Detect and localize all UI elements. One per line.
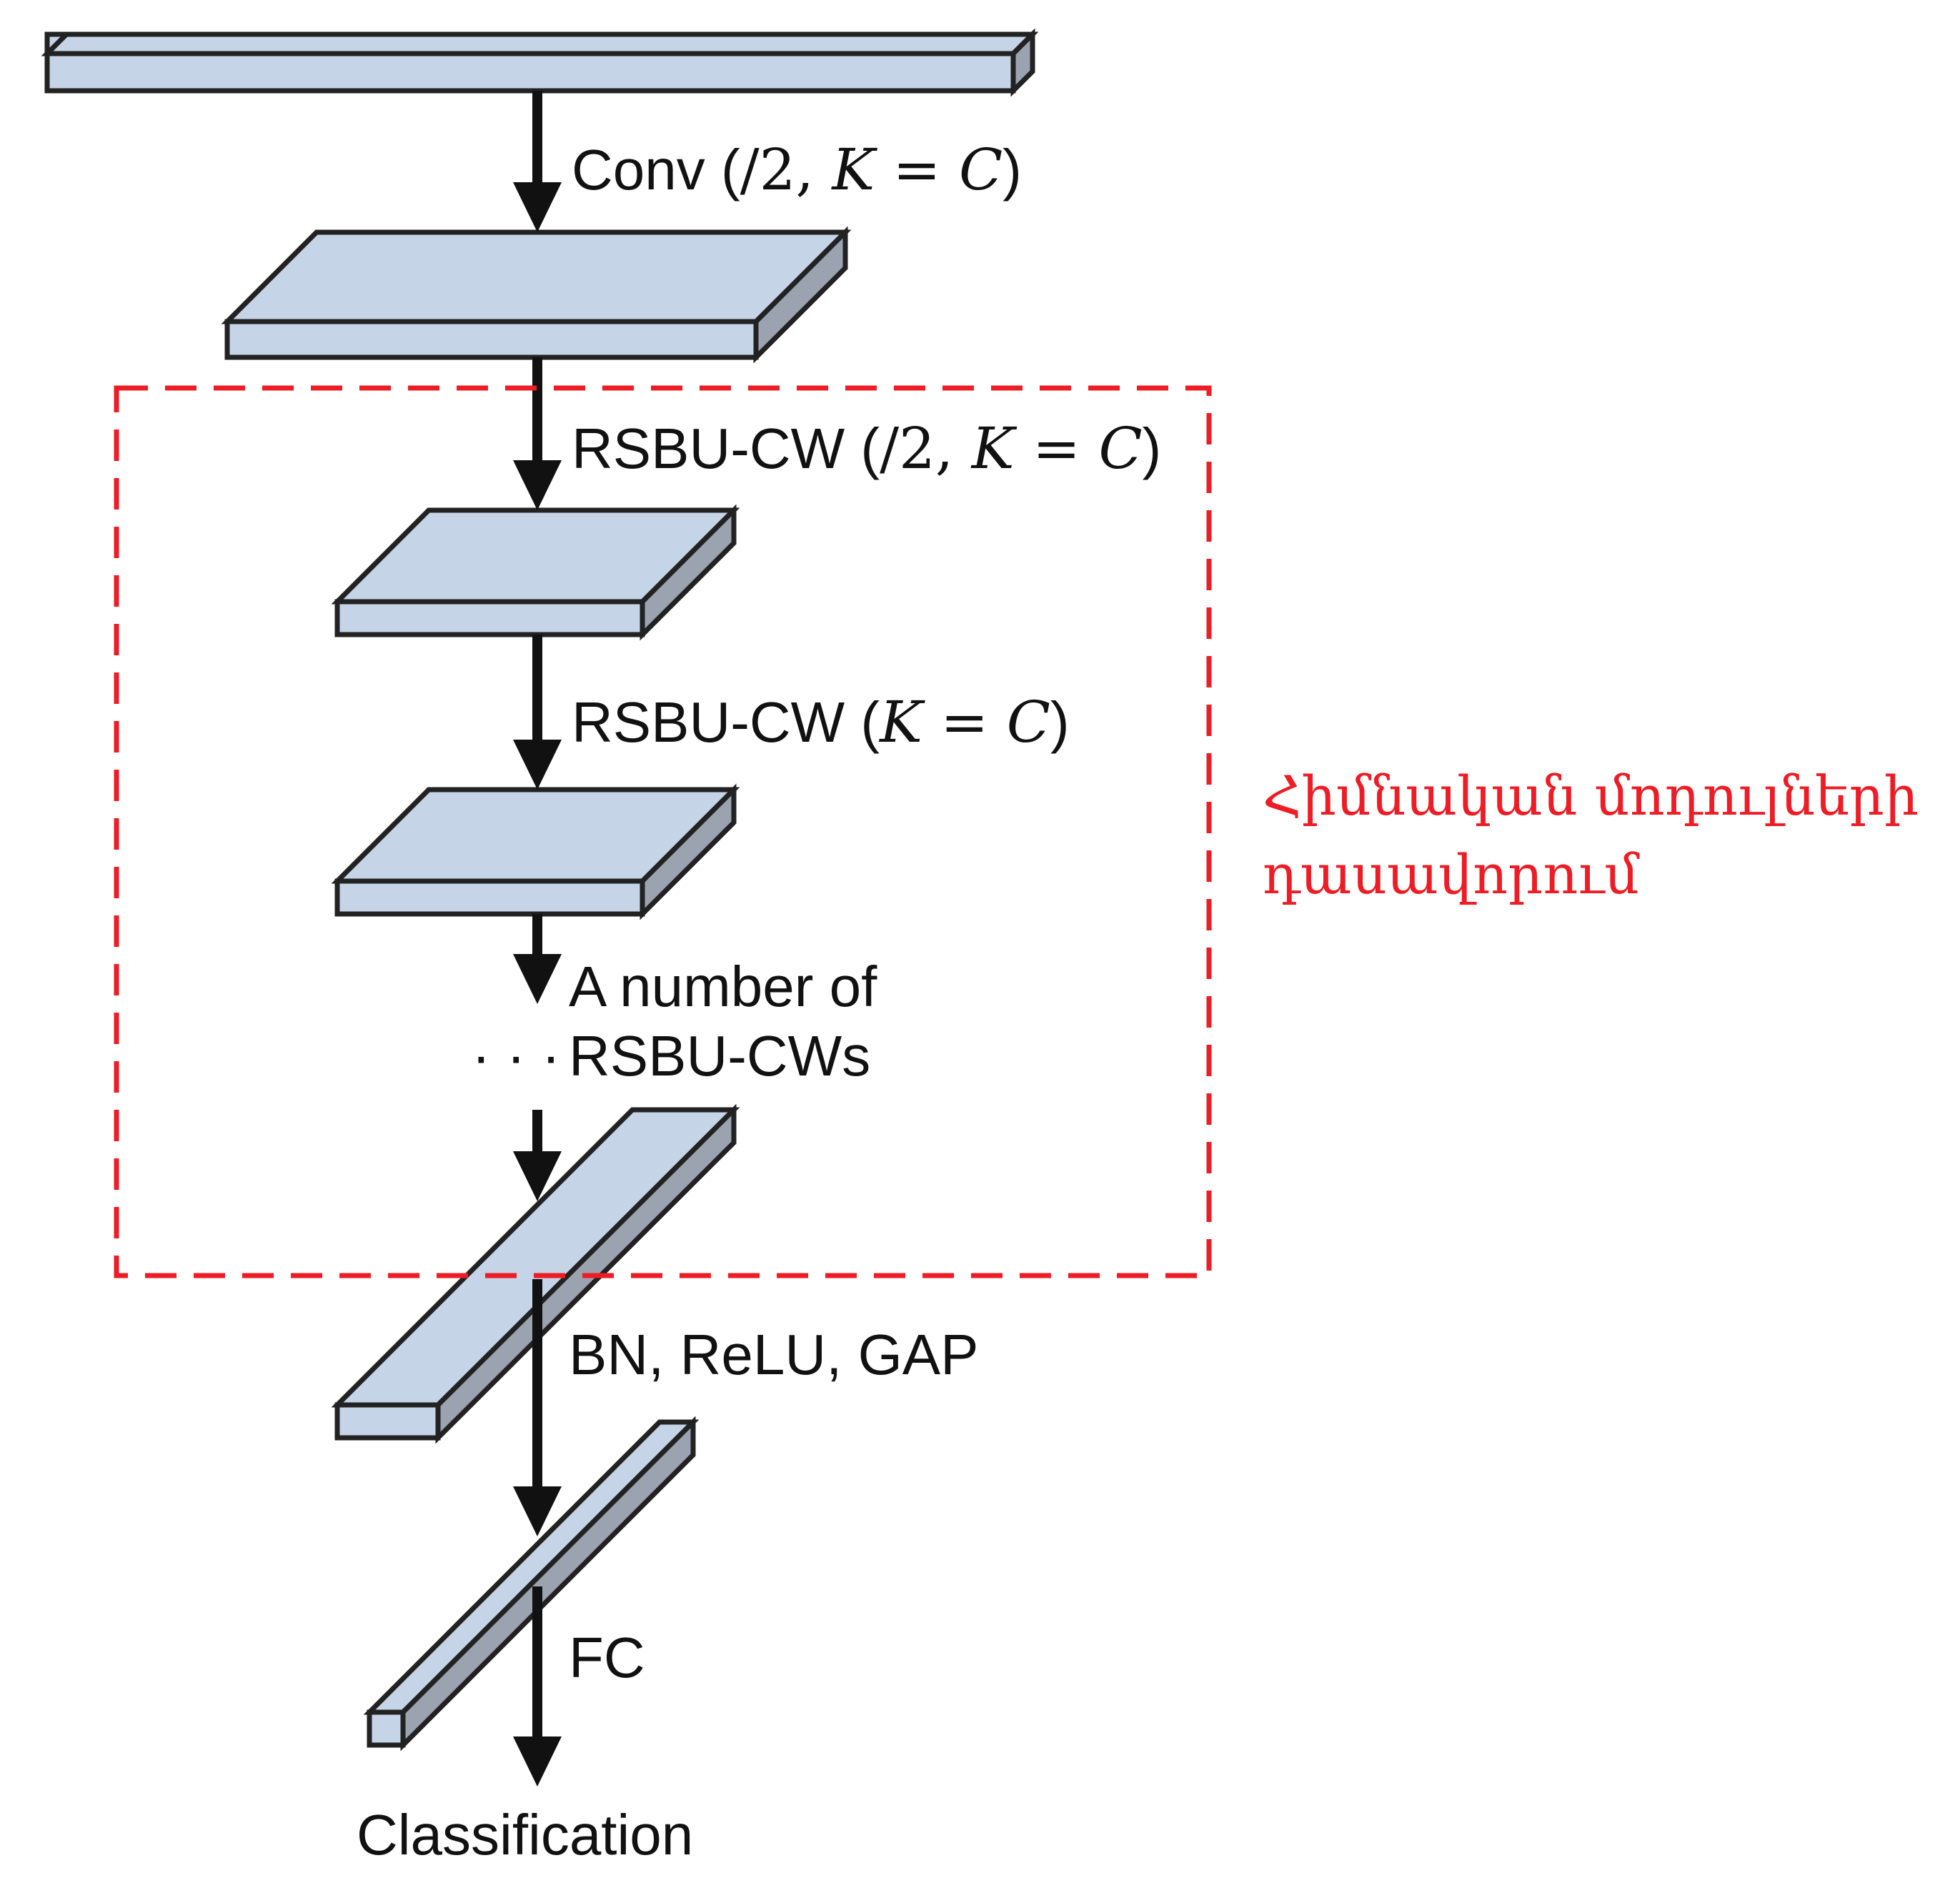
conv-output-block: [221, 226, 852, 364]
conv-output-block-top: [221, 229, 852, 324]
arrow-fc-head: [513, 1737, 562, 1787]
input-block-front: [44, 51, 1016, 94]
arrows: [513, 91, 562, 1787]
input-block: [41, 28, 1039, 97]
conv-output-block-front: [224, 319, 759, 360]
label-rsbu2: RSBU-CW (K = C): [572, 689, 1070, 755]
rsbu2-output-block: [331, 783, 740, 920]
fc-block: [363, 1416, 700, 1752]
module-group-box: [114, 385, 1212, 1278]
rsbu2-output-block-front: [334, 878, 645, 917]
rsbu1-output-block: [331, 504, 740, 641]
fc-block-front: [367, 1709, 406, 1748]
label-many-line1: A number of: [569, 955, 877, 1018]
label-classification: Classification: [357, 1803, 693, 1867]
arrow-bn-head: [513, 1486, 562, 1536]
arrow-many-head: [513, 954, 562, 1004]
label-conv: Conv (/2, K = C): [572, 136, 1022, 203]
arrow-final-head: [513, 1151, 562, 1201]
label-ellipsis: · · ·: [472, 1024, 560, 1088]
label-rsbu1: RSBU-CW (/2, K = C): [572, 415, 1161, 482]
arrow-conv-head: [513, 182, 562, 232]
group-label-line2: դասավորում: [1263, 843, 1640, 906]
arrow-rsbu2-head: [513, 740, 562, 790]
label-many-line2: RSBU-CWs: [569, 1024, 870, 1088]
rsbu1-output-block-front: [334, 599, 645, 637]
fc-block-side: [400, 1416, 696, 1752]
group-label-line1: Հիմնական մոդուլների: [1263, 764, 1919, 828]
final-feature-block-front: [334, 1402, 441, 1441]
input-block-top-face: [41, 31, 1039, 56]
label-fc: FC: [569, 1626, 645, 1689]
arrow-rsbu1-head: [513, 460, 562, 510]
label-bn: BN, ReLU, GAP: [569, 1323, 979, 1386]
